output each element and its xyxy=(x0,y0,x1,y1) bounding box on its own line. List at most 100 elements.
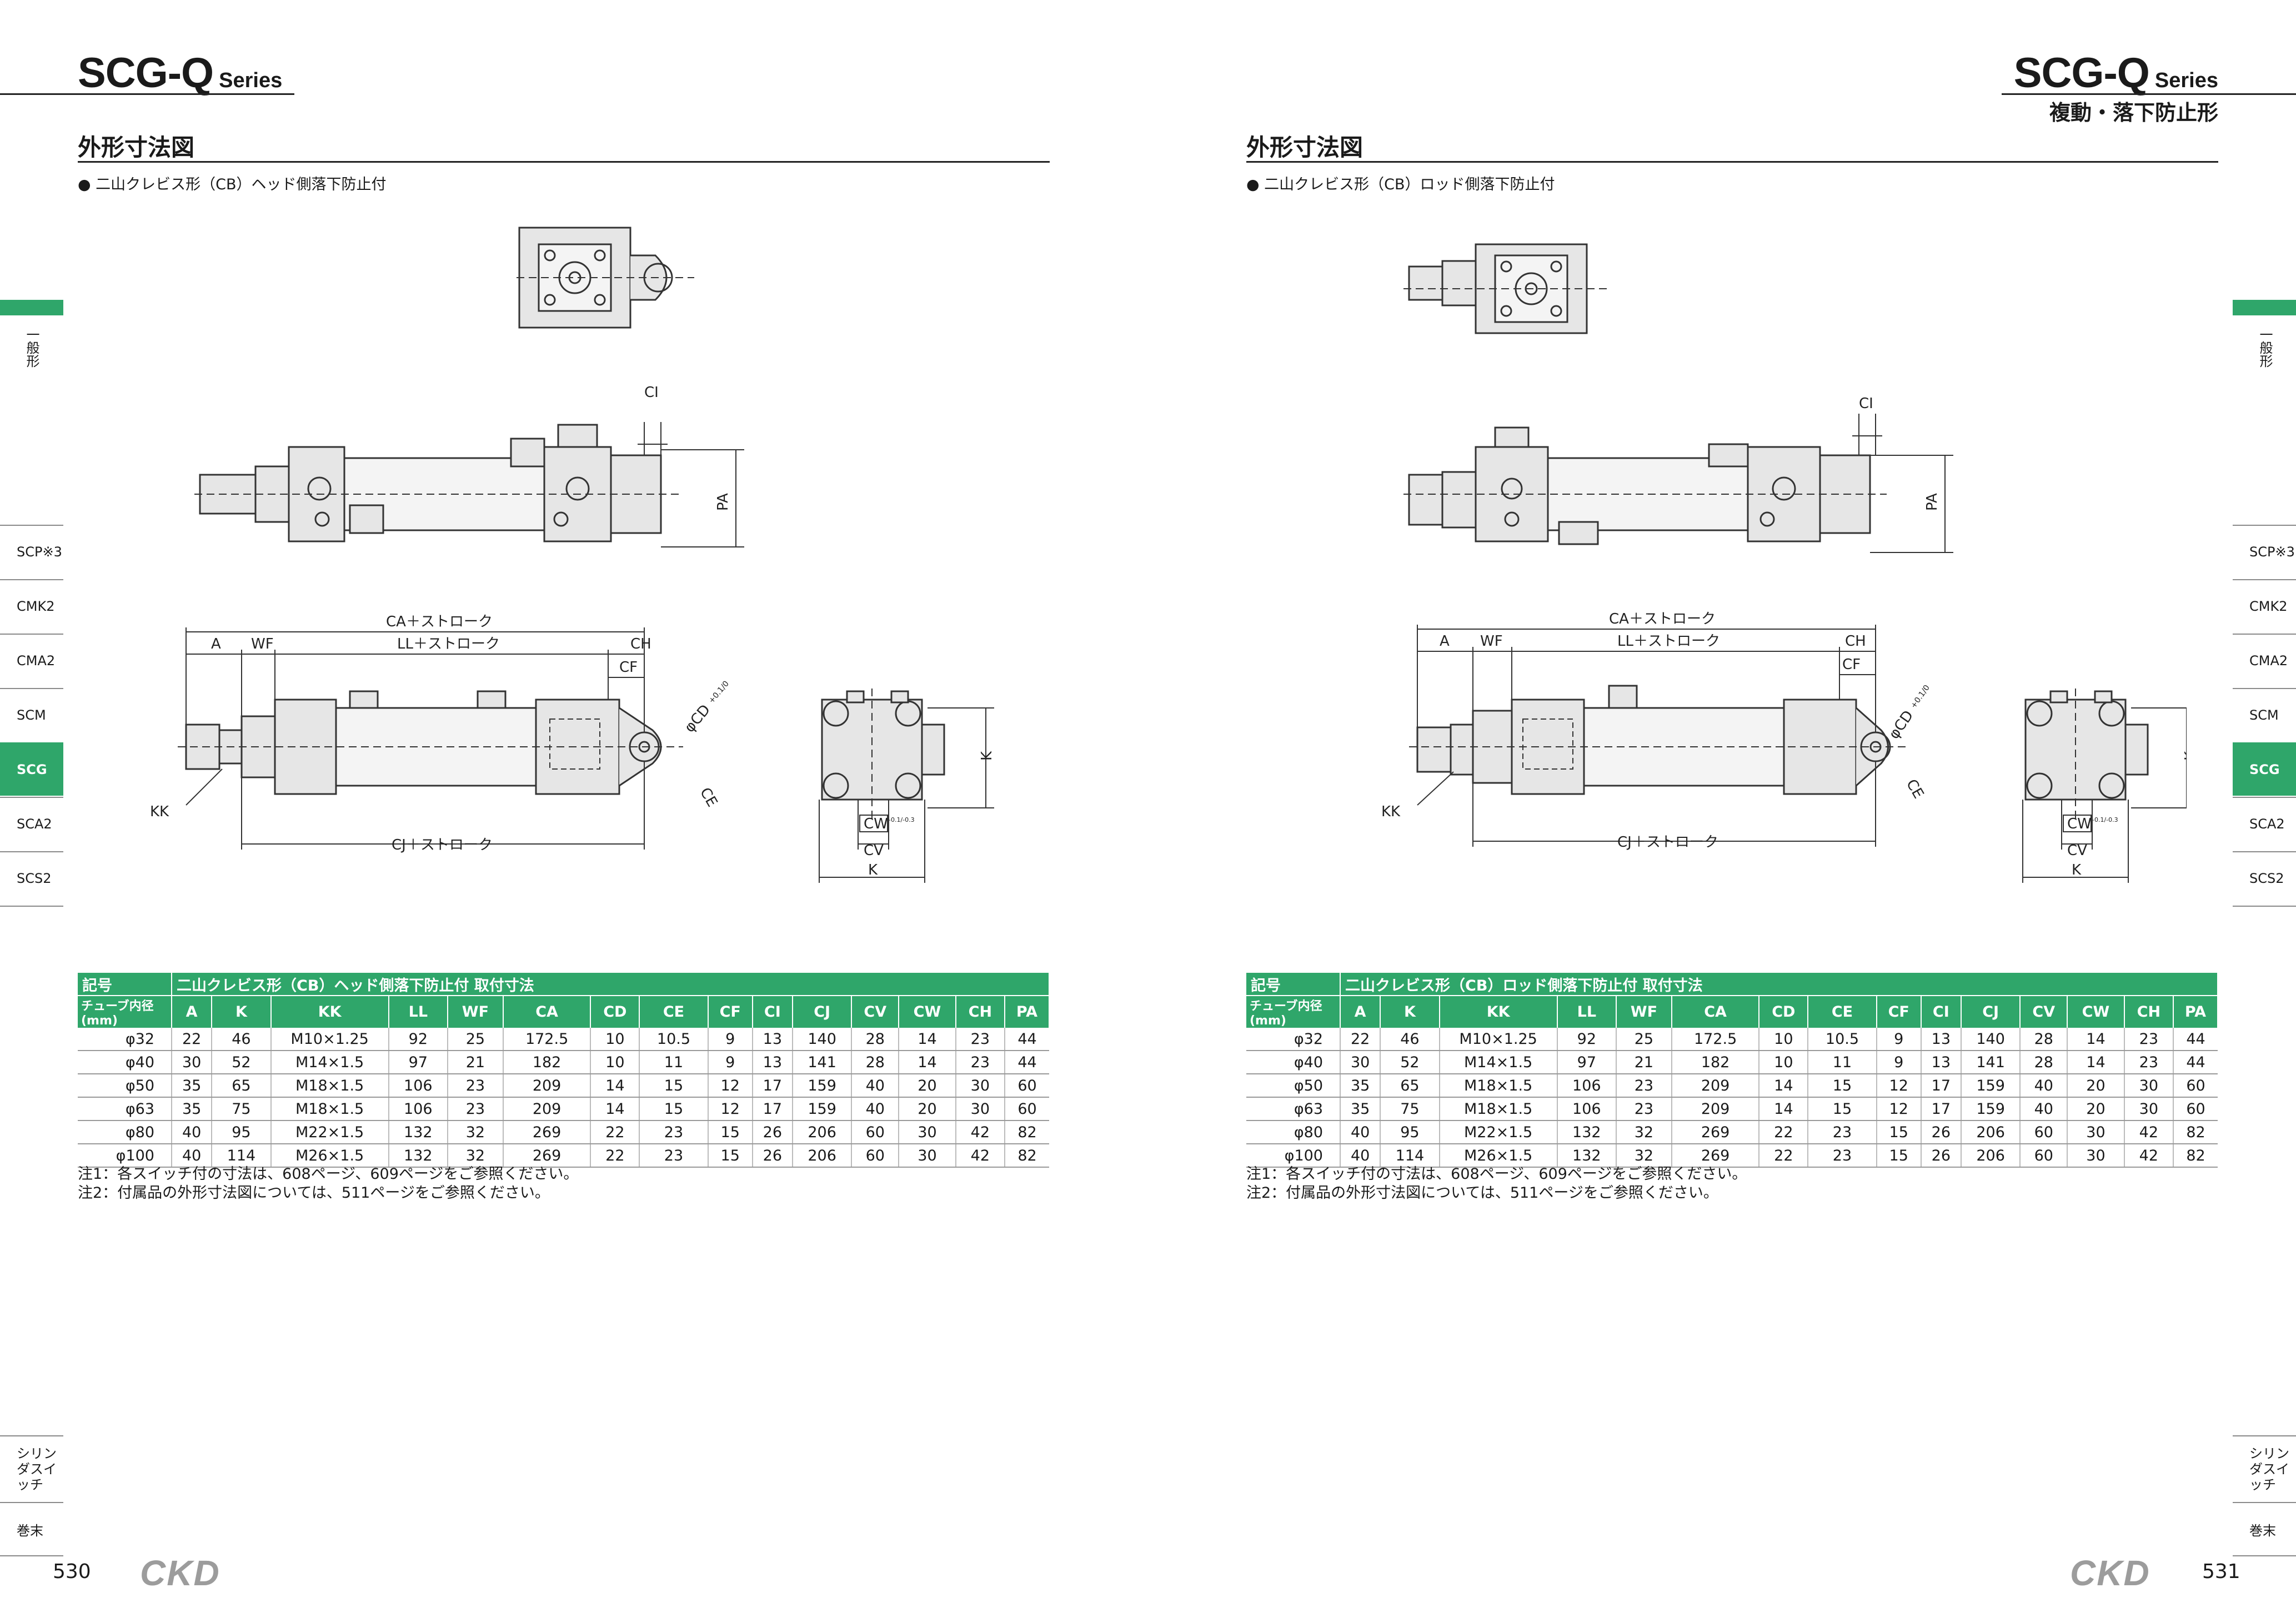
dimension-cell: 206 xyxy=(1961,1120,2021,1144)
col-header: WF xyxy=(448,996,504,1028)
side-tab-scg[interactable]: SCG xyxy=(2233,742,2296,796)
label-ci: CI xyxy=(644,384,659,401)
dimension-cell: 23 xyxy=(2124,1028,2174,1051)
bore-size-cell: φ50 xyxy=(1246,1074,1341,1098)
dimension-cell: 11 xyxy=(639,1051,709,1074)
col-header: CE xyxy=(1808,996,1877,1028)
side-tab-cmk2[interactable]: CMK2 xyxy=(0,579,63,632)
side-tab-cylinder-switch[interactable]: シリンダスイッチ xyxy=(0,1435,63,1502)
label-cv: CV xyxy=(864,842,884,859)
col-header: CJ xyxy=(792,996,853,1028)
general-tab-label[interactable]: 一般形 xyxy=(2257,328,2273,368)
side-tab-cylinder-switch[interactable]: シリンダスイッチ xyxy=(2233,1435,2296,1502)
label-ce: CE xyxy=(696,785,720,810)
label-ca: CA＋ストローク xyxy=(1609,611,1716,627)
dimension-cell: 106 xyxy=(1557,1074,1617,1098)
dimension-cell: 23 xyxy=(1616,1074,1672,1098)
dimension-cell: 60 xyxy=(2020,1144,2068,1168)
dimension-cell: 30 xyxy=(955,1097,1005,1121)
dimension-cell: M26×1.5 xyxy=(1439,1144,1558,1168)
col-header: PA xyxy=(2173,996,2219,1028)
dimension-cell: 35 xyxy=(1340,1097,1381,1121)
dimension-cell: 22 xyxy=(172,1028,213,1051)
dimension-cell: 114 xyxy=(1380,1144,1440,1168)
symbol-header: 記号 xyxy=(78,973,172,996)
dimension-cell: 22 xyxy=(1340,1028,1381,1051)
bore-header: チューブ内径(mm) xyxy=(1246,996,1341,1028)
dimension-cell: 23 xyxy=(639,1120,709,1144)
dimension-cell: 14 xyxy=(899,1051,956,1074)
dimension-cell: 22 xyxy=(1759,1144,1809,1168)
dimension-cell: 11 xyxy=(1808,1051,1877,1074)
side-tab-appendix[interactable]: 巻末 xyxy=(2233,1502,2296,1555)
dimension-cell: 12 xyxy=(708,1074,753,1098)
dimension-cell: 97 xyxy=(388,1051,449,1074)
side-tab-scm[interactable]: SCM xyxy=(2233,688,2296,741)
label-cw-tolerance: -0.1/-0.3 xyxy=(2092,816,2118,823)
dimension-cell: 28 xyxy=(851,1051,900,1074)
dimension-cell: 32 xyxy=(448,1144,504,1168)
dimension-cell: 172.5 xyxy=(1671,1028,1760,1051)
dimension-cell: 30 xyxy=(2067,1120,2125,1144)
dimension-cell: 28 xyxy=(851,1028,900,1051)
symbol-header: 記号 xyxy=(1246,973,1341,996)
side-tab-scs2[interactable]: SCS2 xyxy=(0,851,63,905)
dimension-cell: 30 xyxy=(2124,1074,2174,1098)
dimension-cell: 30 xyxy=(899,1144,956,1168)
label-ci: CI xyxy=(1859,395,1873,412)
dimension-cell: 17 xyxy=(752,1074,793,1098)
dimension-cell: 30 xyxy=(2067,1144,2125,1168)
col-header: A xyxy=(172,996,213,1028)
dimension-cell: M10×1.25 xyxy=(1439,1028,1558,1051)
side-tab-scm[interactable]: SCM xyxy=(0,688,63,741)
label-wf: WF xyxy=(251,636,274,652)
dimension-cell: 32 xyxy=(1616,1144,1672,1168)
dimension-cell: 14 xyxy=(2067,1028,2125,1051)
dimension-cell: 12 xyxy=(1876,1097,1922,1121)
dimension-cell: 206 xyxy=(792,1144,853,1168)
dimension-cell: 92 xyxy=(1557,1028,1617,1051)
col-header: CV xyxy=(2020,996,2068,1028)
side-tab-end xyxy=(2233,1555,2296,1556)
dimension-cell: 35 xyxy=(172,1074,213,1098)
side-tab-cma2[interactable]: CMA2 xyxy=(2233,634,2296,687)
dimension-cell: 22 xyxy=(1759,1120,1809,1144)
dimension-cell: 14 xyxy=(899,1028,956,1051)
col-header: CA xyxy=(1671,996,1760,1028)
dimension-cell: 269 xyxy=(1671,1120,1760,1144)
dimension-cell: 269 xyxy=(503,1144,591,1168)
general-tab-label[interactable]: 一般形 xyxy=(24,328,39,368)
dimension-cell: 32 xyxy=(1616,1120,1672,1144)
table-title: 二山クレビス形（CB）ヘッド側落下防止付 取付寸法 xyxy=(172,973,1050,996)
dimension-cell: 132 xyxy=(1557,1144,1617,1168)
side-tab-cma2[interactable]: CMA2 xyxy=(0,634,63,687)
dimension-cell: 15 xyxy=(1808,1074,1877,1098)
side-tab-sca2[interactable]: SCA2 xyxy=(0,797,63,850)
page-number: 531 xyxy=(2202,1560,2240,1583)
ckd-logo: CKD xyxy=(2070,1553,2150,1593)
page-number: 530 xyxy=(53,1560,91,1583)
dimension-cell: 106 xyxy=(388,1074,449,1098)
side-tab-scp3[interactable]: SCP※3 xyxy=(2233,525,2296,578)
dimension-cell: 26 xyxy=(1921,1144,1962,1168)
dimension-cell: 206 xyxy=(792,1120,853,1144)
dimension-cell: 40 xyxy=(1340,1144,1381,1168)
side-tab-appendix[interactable]: 巻末 xyxy=(0,1502,63,1555)
dimension-cell: 40 xyxy=(851,1097,900,1121)
side-tab-scp3[interactable]: SCP※3 xyxy=(0,525,63,578)
dimension-cell: 22 xyxy=(590,1120,640,1144)
side-tab-cmk2[interactable]: CMK2 xyxy=(2233,579,2296,632)
side-tab-sca2[interactable]: SCA2 xyxy=(2233,797,2296,850)
side-tab-scs2[interactable]: SCS2 xyxy=(2233,851,2296,905)
side-tab-scg[interactable]: SCG xyxy=(0,742,63,796)
dimension-cell: 44 xyxy=(1004,1051,1049,1074)
